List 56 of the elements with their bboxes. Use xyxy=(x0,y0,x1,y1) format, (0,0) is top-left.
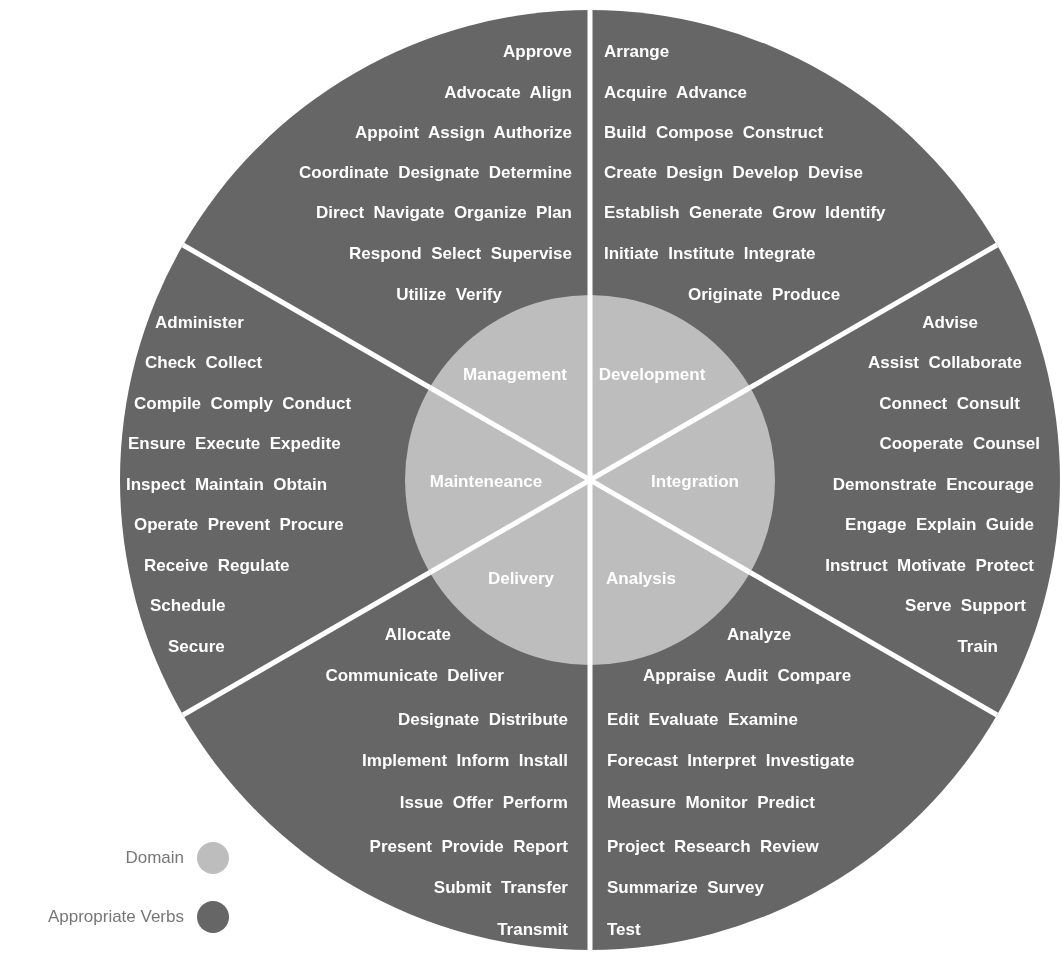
legend-label: Appropriate Verbs xyxy=(47,906,184,928)
verb-row: Serve Support xyxy=(905,595,1026,617)
verb-row: Compile Comply Conduct xyxy=(134,393,352,415)
verb-row: Communicate Deliver xyxy=(325,665,504,687)
verb-row: Appoint Assign Authorize xyxy=(355,122,572,144)
verb-row: Ensure Execute Expedite xyxy=(128,433,341,455)
verb-row: Connect Consult xyxy=(879,393,1020,415)
verb-row: Inspect Maintain Obtain xyxy=(126,474,328,496)
verb-row: Establish Generate Grow Identify xyxy=(604,202,886,224)
verb-row: Respond Select Supervise xyxy=(349,243,572,265)
verb-row: Direct Navigate Organize Plan xyxy=(315,202,572,224)
verb-row: Assist Collaborate xyxy=(868,352,1022,374)
verb-row: Project Research Review xyxy=(607,836,819,858)
domain-label: Analysis xyxy=(606,568,676,590)
verb-row: Forecast Interpret Investigate xyxy=(607,750,855,772)
verb-row: Initiate Institute Integrate xyxy=(604,243,816,265)
verb-row: Train xyxy=(957,636,998,658)
verb-row: Receive Regulate xyxy=(144,555,290,577)
domain-label: Delivery xyxy=(487,568,555,590)
verb-row: Administer xyxy=(155,312,244,334)
verb-row: Acquire Advance xyxy=(604,82,747,104)
domain-label: Management xyxy=(463,364,567,386)
verb-row: Appraise Audit Compare xyxy=(643,665,852,687)
verb-row: Create Design Develop Devise xyxy=(604,162,863,184)
verb-row: Utilize Verify xyxy=(396,284,502,306)
domain-label: Integration xyxy=(651,471,739,493)
verb-row: Schedule xyxy=(150,595,226,617)
verb-row: Secure xyxy=(168,636,225,658)
verb-row: Engage Explain Guide xyxy=(845,514,1034,536)
domain-label: Mainteneance xyxy=(429,471,543,493)
verb-row: Summarize Survey xyxy=(607,877,764,899)
domain-label: Development xyxy=(598,364,706,386)
verb-row: Advise xyxy=(922,312,978,334)
verb-row: Instruct Motivate Protect xyxy=(825,555,1034,577)
verb-row: Operate Prevent Procure xyxy=(134,514,344,536)
legend-label: Domain xyxy=(125,847,184,869)
verb-row: Edit Evaluate Examine xyxy=(607,709,798,731)
verb-row: Present Provide Report xyxy=(369,836,568,858)
verb-row: Allocate xyxy=(384,624,451,646)
verb-row: Designate Distribute xyxy=(397,709,568,731)
verb-row: Test xyxy=(607,919,641,941)
verb-row: Coordinate Designate Determine xyxy=(298,162,572,184)
verb-row: Analyze xyxy=(727,624,792,646)
verb-row: Build Compose Construct xyxy=(604,122,824,144)
verb-row: Arrange xyxy=(604,41,670,63)
verb-row: Check Collect xyxy=(145,352,263,374)
verb-row: Submit Transfer xyxy=(433,877,568,899)
verb-row: Approve xyxy=(503,41,572,63)
verb-row: Cooperate Counsel xyxy=(879,433,1040,455)
verb-row: Transmit xyxy=(497,919,568,941)
verb-row: Measure Monitor Predict xyxy=(607,792,815,814)
verb-row: Advocate Align xyxy=(444,82,572,104)
verb-row: Demonstrate Encourage xyxy=(832,474,1034,496)
verb-row: Implement Inform Install xyxy=(362,750,568,772)
verb-row: Originate Produce xyxy=(688,284,841,306)
verb-row: Issue Offer Perform xyxy=(399,792,568,814)
